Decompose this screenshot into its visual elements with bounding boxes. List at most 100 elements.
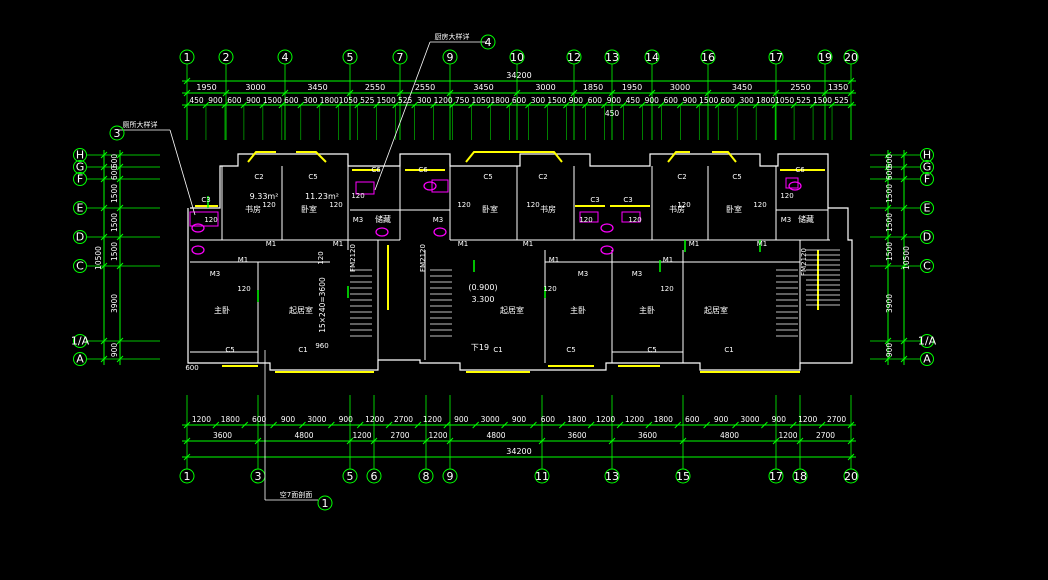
dim-tick <box>183 437 191 445</box>
axis-label-left: 1/A <box>71 335 90 348</box>
plan-tag: 120 <box>457 201 470 209</box>
dim-tick <box>346 437 354 445</box>
dim-tick <box>900 337 908 345</box>
dim-top-row2: 600 <box>284 96 299 105</box>
dim-right: 600 <box>885 166 894 181</box>
fm-tag: FM2120 <box>419 244 427 272</box>
dim-top-row2: 525 <box>796 96 811 105</box>
toilet-fixture <box>600 245 614 255</box>
dim-bottom-row2: 4800 <box>720 431 739 440</box>
room-label: 起居室 <box>500 305 524 315</box>
dim-tick <box>116 175 124 183</box>
axis-bubble-right <box>920 148 934 162</box>
dim-top-row1: 3000 <box>535 83 555 92</box>
dim-top-row2: 750 <box>455 96 470 105</box>
dim-tick <box>570 89 578 97</box>
dim-right: 600 <box>885 154 894 169</box>
plan-tag: C3 <box>590 196 599 204</box>
plan-tag: C5 <box>732 173 741 181</box>
plan-tag: M1 <box>663 256 674 264</box>
dim-top-row2: 900 <box>208 96 223 105</box>
dim-top-row1: 3000 <box>670 83 690 92</box>
plan-tag: C5 <box>225 346 234 354</box>
dim-tick <box>789 421 797 429</box>
window <box>465 151 563 163</box>
plan-tag: 120 <box>677 201 690 209</box>
dim-tick <box>414 421 422 429</box>
dim-tick <box>703 421 711 429</box>
dim-top-row2: 1800 <box>320 96 339 105</box>
dim-left: 1500 <box>110 213 119 232</box>
dim-tick <box>241 421 249 429</box>
dim-bottom-row1: 900 <box>454 415 469 424</box>
dim-total-bottom: 34200 <box>506 447 531 456</box>
axis-label-top: 5 <box>347 51 354 64</box>
axis-label-left: E <box>77 202 84 215</box>
axis-label-top: 13 <box>605 51 619 64</box>
axis-label-right: H <box>923 149 931 162</box>
axis-label-top: 2 <box>223 51 230 64</box>
toilet-fixture <box>191 245 205 255</box>
plan-tag: C3 <box>623 196 632 204</box>
callout-left: 厕所大样详 <box>123 120 158 129</box>
dim-tick <box>674 421 682 429</box>
axis-label-bottom: 13 <box>605 470 619 483</box>
dim-top-row1: 3000 <box>245 83 265 92</box>
dim-tick <box>884 262 892 270</box>
axis-label-right: 1/A <box>918 335 937 348</box>
plan-tag: C6 <box>371 166 381 174</box>
plan-tag: 120 <box>780 192 793 200</box>
dim-top-row1: 1350 <box>828 83 848 92</box>
callout-bubble <box>480 34 496 50</box>
axis-label-right: G <box>923 161 932 174</box>
plan-tag: C5 <box>566 346 575 354</box>
dim-tick <box>100 151 108 159</box>
axis-bubble-left <box>73 172 87 186</box>
dim-tick <box>732 421 739 429</box>
dim-left: 600 <box>110 154 119 169</box>
dim-tick <box>299 421 306 429</box>
plan-tag: 120 <box>543 285 556 293</box>
dim-top-row2: 1800 <box>490 96 509 105</box>
axis-label-right: D <box>923 231 931 244</box>
plan-tag: M1 <box>333 240 344 248</box>
dim-tick <box>704 89 712 97</box>
dim-top-row2: 600 <box>721 96 736 105</box>
dim-tick <box>116 163 124 171</box>
axis-bubble-right <box>920 259 934 273</box>
room-label: 11.23m² <box>305 192 339 201</box>
dim-tick <box>900 204 908 212</box>
plan-tag: M1 <box>238 256 249 264</box>
axis-label-bottom: 8 <box>423 470 430 483</box>
axis-label-bottom: 3 <box>255 470 262 483</box>
axis-label-top: 19 <box>818 51 832 64</box>
axis-bubble-right <box>920 230 934 244</box>
dim-tick <box>222 89 230 97</box>
dim-tick <box>446 437 454 445</box>
room-label: 下19 <box>471 343 489 352</box>
plan-tag: M3 <box>578 270 589 278</box>
axis-bubble-right <box>920 172 934 186</box>
dim-bottom-row1: 1200 <box>423 415 442 424</box>
dim-tick <box>900 163 908 171</box>
plan-tag: M3 <box>781 216 792 224</box>
dim-tick <box>884 204 892 212</box>
dim-tick <box>900 233 908 241</box>
axis-bubble-left <box>73 148 87 162</box>
plan-tag: 120 <box>579 216 592 224</box>
dim-bottom-row2: 2700 <box>390 431 409 440</box>
dim-top-row2: 1050 <box>775 96 794 105</box>
axis-bubble-left <box>73 352 87 366</box>
toilet-fixture <box>600 223 614 233</box>
plan-tag: M3 <box>210 270 221 278</box>
room-label: 卧室 <box>301 204 317 214</box>
dim-tick <box>443 421 451 429</box>
dim-tick <box>818 421 826 429</box>
axis-bubble-left <box>73 334 87 348</box>
callout-line <box>169 129 196 216</box>
dim-top-row2: 300 <box>739 96 754 105</box>
plan-tag: M1 <box>523 240 534 248</box>
axis-bubble-left <box>73 201 87 215</box>
dim-bottom-row1: 3000 <box>740 415 759 424</box>
axis-bubble-left <box>73 230 87 244</box>
